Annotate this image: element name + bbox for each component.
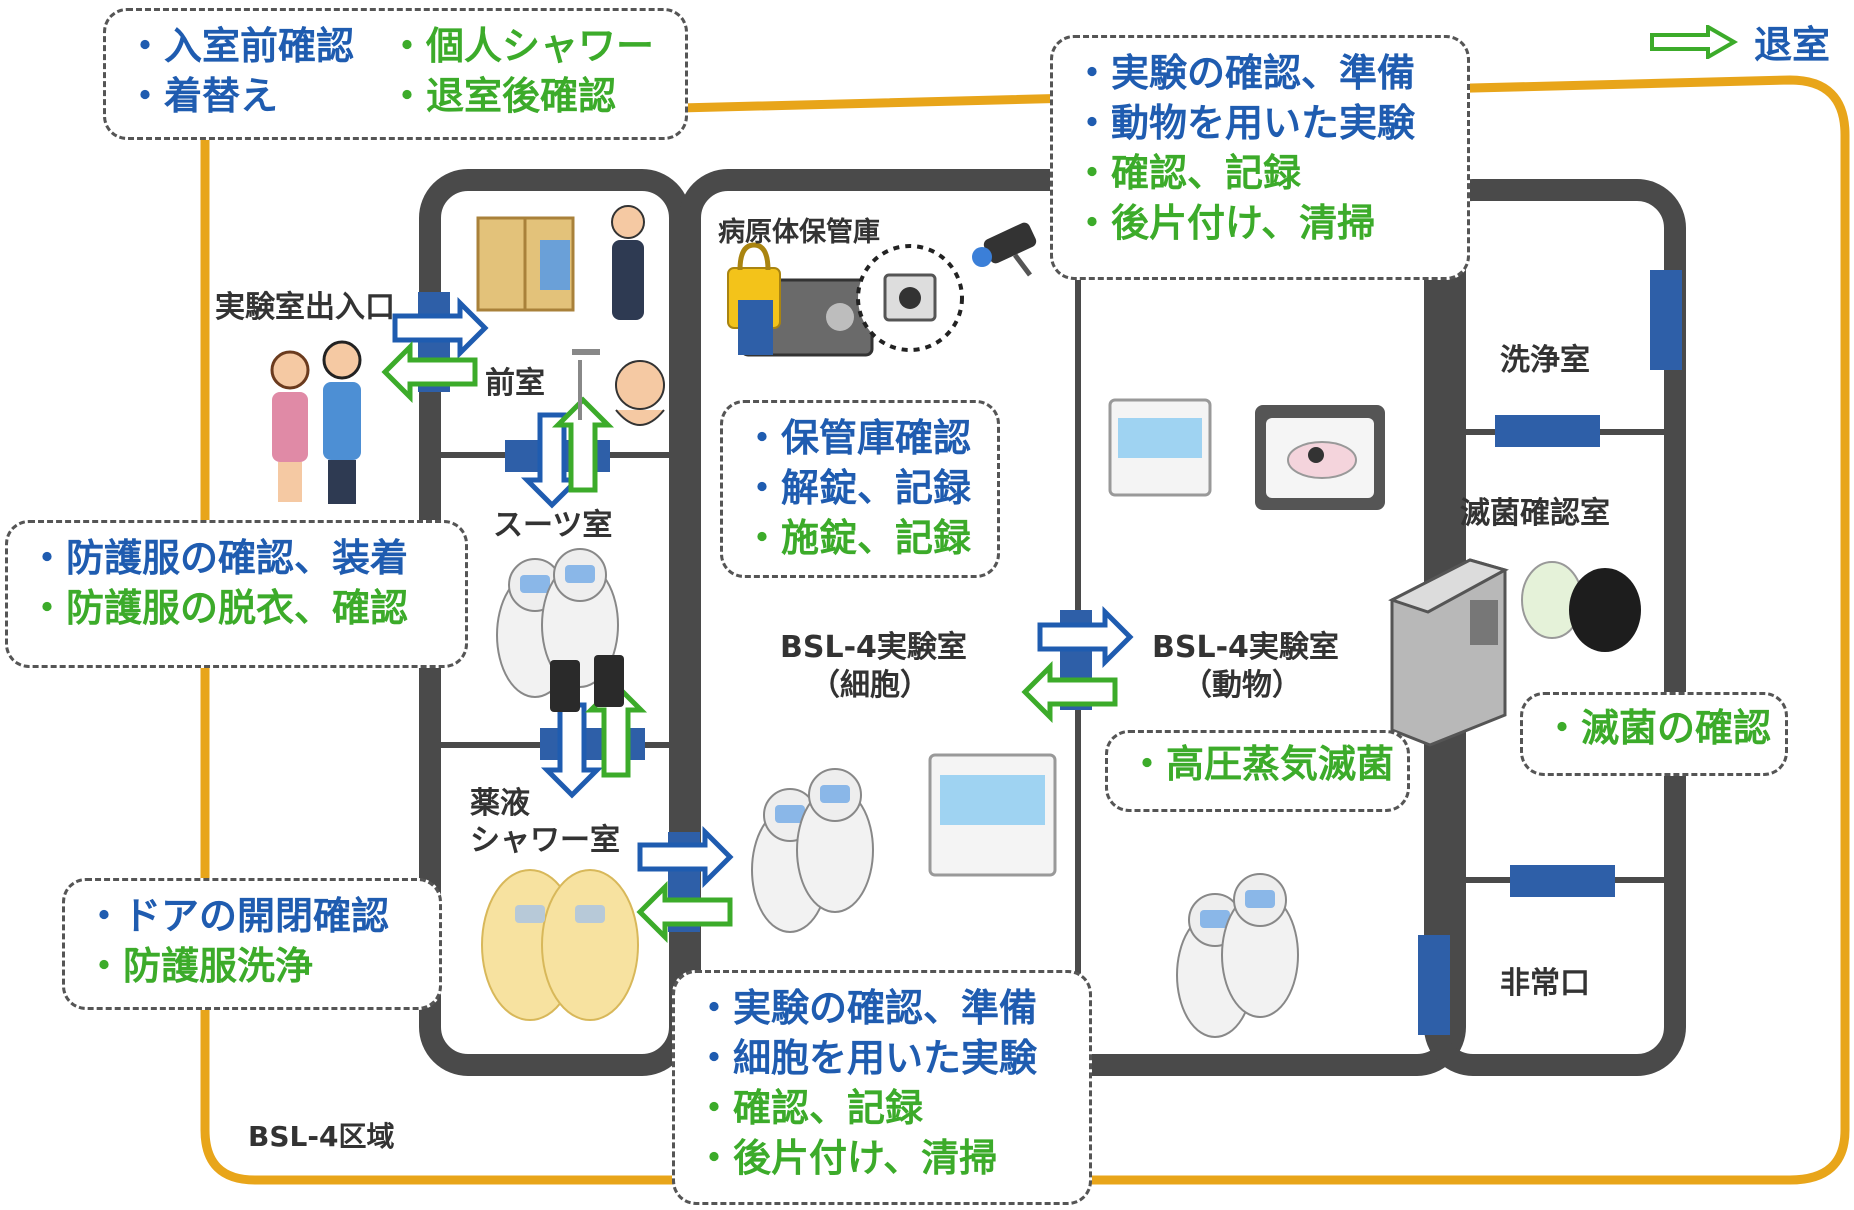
callout-animal-lab: ・実験の確認、準備 ・動物を用いた実験 ・確認、記録 ・後片付け、清掃 [1050, 35, 1470, 280]
label-suit-room: スーツ室 [493, 508, 613, 543]
callout-sterilization-check: ・滅菌の確認 [1520, 692, 1788, 776]
door-lab-service [1418, 935, 1450, 1035]
callout-autoclave-item: ・高圧蒸気滅菌 [1128, 742, 1395, 786]
radio-icon [550, 655, 624, 712]
suited-workers-shower-icon [481, 869, 639, 1021]
callout-entry-item: ・着替え [126, 74, 279, 119]
label-bsl4-animal-1: BSL-4実験室 [1152, 630, 1339, 665]
label-entrance: 実験室出入口 [215, 290, 395, 325]
callout-cell-lab-item: ・確認、記録 [695, 1086, 924, 1131]
label-bsl4-cell-2: （細胞） [810, 668, 930, 703]
arrow-exit-icon [381, 340, 1118, 944]
label-sterilization-check-room: 滅菌確認室 [1460, 496, 1610, 531]
callout-sterilization-check-item: ・滅菌の確認 [1543, 706, 1772, 750]
label-wash-room: 洗浄室 [1500, 343, 1590, 378]
door-wash [1650, 270, 1682, 370]
callout-shower-item: ・防護服洗浄 [85, 944, 314, 989]
label-chem-shower-2: シャワー室 [470, 823, 620, 858]
door-sterile-emergency [1510, 865, 1615, 897]
callout-entry-item: ・退室後確認 [388, 74, 617, 119]
callout-suit: ・防護服の確認、装着 ・防護服の脱衣、確認 [5, 520, 468, 668]
callout-suit-item: ・防護服の脱衣、確認 [28, 586, 409, 631]
callout-autoclave: ・高圧蒸気滅菌 [1105, 730, 1410, 812]
callout-shower: ・ドアの開閉確認 ・防護服洗浄 [62, 878, 442, 1010]
callout-animal-lab-item: ・実験の確認、準備 [1073, 51, 1416, 95]
callout-storage-item: ・施錠、記録 [743, 516, 972, 561]
autoclave-icon [1388, 558, 1509, 747]
wardrobe-icon [476, 216, 575, 312]
label-bsl4-animal-2: （動物） [1182, 668, 1302, 703]
callout-entry-item: ・入室前確認 [126, 24, 355, 68]
monitor-virus-icon [856, 244, 964, 352]
callout-storage-item: ・解錠、記録 [743, 466, 972, 511]
suited-workers-animal-lab-icon [1176, 873, 1299, 1038]
callout-entry: ・入室前確認 ・着替え ・個人シャワー ・退室後確認 [103, 8, 688, 140]
exit-legend-arrow-icon [1649, 24, 1738, 59]
label-bsl4-cell-1: BSL-4実験室 [780, 630, 967, 665]
waste-bag-icon [1521, 561, 1641, 652]
person-standing-icon [611, 205, 645, 320]
callout-cell-lab: ・実験の確認、準備 ・細胞を用いた実験 ・確認、記録 ・後片付け、清掃 [672, 970, 1092, 1205]
suited-workers-cell-lab-icon [751, 753, 1057, 933]
callout-entry-item: ・個人シャワー [388, 24, 655, 68]
callout-animal-lab-item: ・確認、記録 [1073, 151, 1302, 196]
two-people-icon [270, 340, 362, 504]
callout-storage: ・保管庫確認 ・解錠、記録 ・施錠、記録 [720, 400, 1000, 578]
callout-cell-lab-item: ・実験の確認、準備 [695, 986, 1038, 1030]
arrow-enter-icon [392, 296, 1134, 889]
callout-cell-lab-item: ・細胞を用いた実験 [695, 1036, 1038, 1081]
safe-lock-icon [727, 242, 874, 357]
legend-label: 退室 [1753, 23, 1830, 67]
callout-animal-lab-item: ・動物を用いた実験 [1073, 101, 1416, 146]
animal-monitor-icon [1255, 405, 1385, 510]
callout-shower-item: ・ドアの開閉確認 [85, 894, 390, 938]
security-camera-icon [972, 222, 1037, 277]
label-anteroom: 前室 [485, 366, 545, 401]
shower-person-icon [572, 349, 665, 426]
label-pathogen-storage: 病原体保管庫 [718, 217, 880, 248]
callout-cell-lab-item: ・後片付け、清掃 [695, 1136, 998, 1181]
callout-animal-lab-item: ・後片付け、清掃 [1073, 201, 1376, 246]
label-emergency-exit: 非常口 [1500, 966, 1590, 1001]
label-chem-shower-1: 薬液 [470, 786, 530, 821]
door-wash-sterile [1495, 415, 1600, 447]
callout-suit-item: ・防護服の確認、装着 [28, 536, 409, 580]
callout-storage-item: ・保管庫確認 [743, 416, 972, 460]
bsl4-zone-border [200, 75, 1850, 1185]
biosafety-cabinet-icon [1108, 398, 1212, 497]
zone-label: BSL-4区域 [248, 1120, 395, 1153]
legend: 退室 [1648, 14, 1830, 69]
